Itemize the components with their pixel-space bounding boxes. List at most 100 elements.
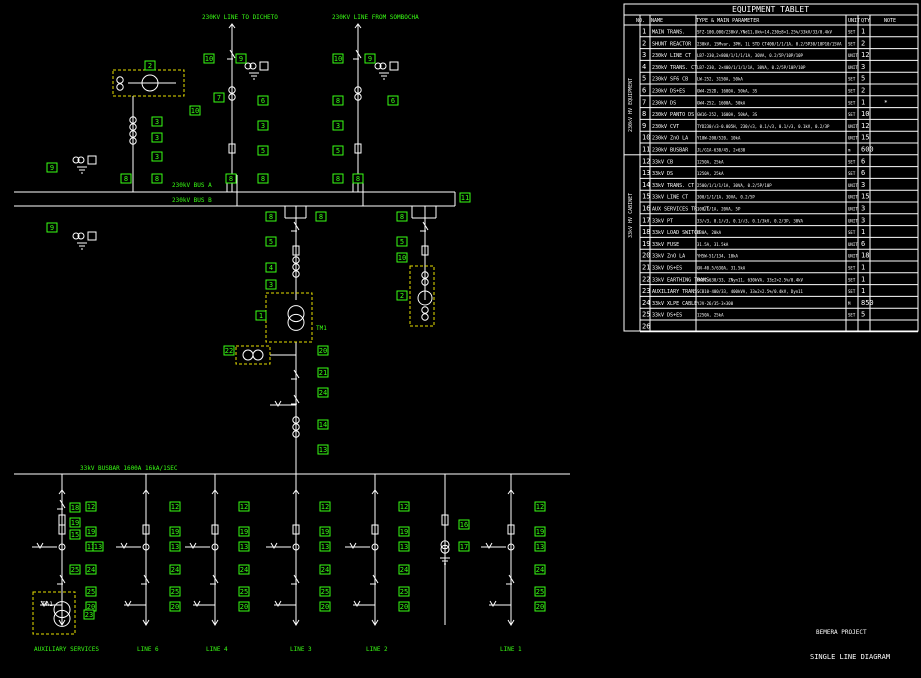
feeder-node: [371, 543, 379, 551]
equipment-tag: 3: [265, 279, 277, 290]
equipment-tag: 8: [120, 173, 132, 184]
tag-box: [398, 601, 410, 612]
earth-icon: [379, 72, 389, 80]
tag-text: 19: [400, 528, 408, 536]
tag-text: 3: [155, 118, 159, 126]
busbar-33kv-label: 33kV BUSBAR 1600A 16kA/1SEC: [80, 465, 178, 472]
equipment-tag: 17: [458, 541, 470, 552]
arrow-head: [489, 600, 497, 607]
equipment-tag: 20: [238, 601, 250, 612]
tag-box: [398, 541, 410, 552]
tag-text: 19: [536, 528, 544, 536]
feeder-cb: [507, 524, 515, 535]
table-cell-qty: 15: [861, 134, 869, 142]
ct-coil: [292, 423, 300, 431]
tag-text: 12: [321, 503, 329, 511]
tag-box: [169, 526, 181, 537]
table-group-hv: 230kV HV EQUIPMENT: [628, 78, 634, 132]
arrow-up-icon: [142, 489, 150, 500]
lightning-arrester-symbol: [259, 61, 269, 71]
line-in-label-1: 230KV LINE TO DICHETO: [202, 14, 278, 21]
tag-box: [319, 586, 331, 597]
equipment-tag: 8: [257, 173, 269, 184]
tag-box: [238, 564, 250, 575]
equipment-tag: 19: [85, 526, 97, 537]
table-cell-no: 3: [642, 51, 646, 59]
table-cell-unit: UNIT: [848, 242, 858, 247]
equipment-tag: 13: [398, 541, 410, 552]
table-cell-unit: SET: [848, 112, 856, 117]
tag-text: 24: [240, 566, 248, 574]
tag-text: 5: [269, 238, 273, 246]
tag-text: 19: [87, 528, 95, 536]
tag-text: 20: [87, 603, 95, 611]
table-cell-name: 33kV FUSE: [652, 242, 679, 248]
table-header-no: NO.: [636, 18, 645, 24]
equipment-tag: 25: [169, 586, 181, 597]
reactor-ct: [116, 76, 124, 91]
feeder-ds: [210, 574, 219, 585]
equipment-tag: 24: [238, 564, 250, 575]
table-cell-qty: 5: [861, 75, 865, 83]
table-cell-unit: UNIT: [848, 195, 858, 200]
equipment-tag: 25: [398, 586, 410, 597]
tag-text: 13: [321, 543, 329, 551]
tag-box: [319, 526, 331, 537]
table-cell-no: 12: [642, 157, 650, 165]
tag-box: [317, 367, 329, 378]
arrow-head: [274, 400, 282, 407]
tag-text: 9: [50, 164, 54, 172]
table-cell-name: 230kV CVT: [652, 124, 679, 130]
equipment-tag: 20: [317, 345, 329, 356]
table-cell-qty: 6: [861, 157, 865, 165]
tag-text: 24: [87, 566, 95, 574]
switch-blade: [59, 499, 66, 509]
equipment-tag: 10: [396, 252, 408, 263]
reactor-line-ct: [129, 116, 137, 145]
table-cell-param: 33/√3, 0.1/√3, 0.1/√3, 0.1/3kV, 0.2/3P, …: [697, 218, 804, 223]
table-cell-unit: SET: [848, 77, 856, 82]
table-cell-param: 100/1/1A, 20VA, 5P: [697, 207, 741, 212]
table-cell-param: DKSC-630/33, ZNyn11, 630kVA, 33±2×2.5%/0…: [697, 277, 804, 282]
earthing-transformer: [242, 349, 254, 361]
tag-text: 20: [240, 603, 248, 611]
tag-text: 9: [50, 224, 54, 232]
earth-icon: [440, 557, 450, 565]
tag-text: 19: [171, 528, 179, 536]
table-cell-no: 9: [642, 122, 646, 130]
table-cell-no: 4: [642, 63, 646, 71]
switch-blade: [293, 394, 300, 404]
arrow-down-icon: [353, 600, 361, 607]
switch-blade: [59, 574, 66, 584]
arrow-up-icon: [211, 489, 219, 500]
tag-text: 20: [536, 603, 544, 611]
tag-box: [265, 236, 277, 247]
table-cell-param: SCB10-400/33, 400kVA, 33±2×2.5%/0.4kV, D…: [697, 289, 804, 294]
table-cell-param: GN-40.5/630A, 31.5kA: [697, 266, 746, 271]
line-ds-es: [227, 49, 236, 60]
tag-box: [534, 601, 546, 612]
tag-box: [144, 60, 156, 71]
tag-box: [265, 279, 277, 290]
tag-box: [83, 609, 95, 620]
table-group-cabinet: 33kV HV CABINET: [628, 193, 634, 238]
line-ct: [228, 86, 236, 101]
tag-box: [151, 151, 163, 162]
tag-text: 7: [217, 94, 221, 102]
arrow-head: [36, 542, 44, 549]
arrow-down-icon: [485, 542, 493, 549]
tag-text: 10: [398, 254, 406, 262]
equipment-tag: 21: [317, 367, 329, 378]
table-cell-unit: SET: [848, 171, 856, 176]
tag-box: [151, 132, 163, 143]
tag-text: 12: [536, 503, 544, 511]
ct-coil: [292, 256, 300, 264]
tag-box: [238, 501, 250, 512]
earth-icon: [249, 72, 259, 80]
tag-box: [332, 145, 344, 156]
